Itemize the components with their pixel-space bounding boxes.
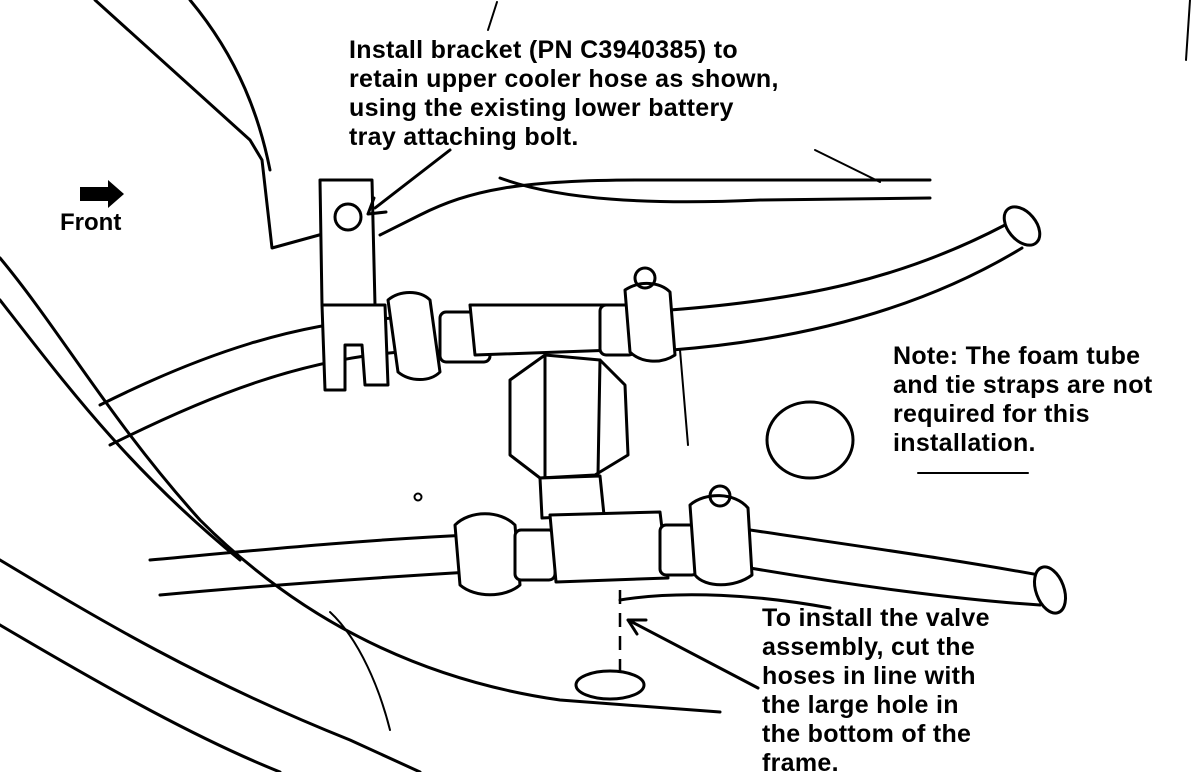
frame-dot: [413, 492, 423, 502]
note-callout: Note: The foam tube and tie straps are n…: [893, 342, 1153, 457]
hose-bracket: [318, 178, 390, 392]
right-arrow-icon: [80, 180, 124, 208]
valve-body: [508, 349, 689, 520]
front-label: Front: [60, 209, 122, 236]
leader-lines: [366, 148, 760, 690]
bracket-callout: Install bracket (PN C3940385) to retain …: [349, 36, 779, 151]
valve-callout: To install the valve assembly, cut the h…: [762, 604, 990, 777]
frame-hole-large: [765, 400, 855, 480]
lower-tee-fitting: [453, 484, 754, 597]
upper-hose: [98, 205, 1042, 447]
lower-hose: [148, 528, 1068, 615]
frame-hole-bottom: [574, 669, 646, 701]
upper-valve-fitting: [386, 266, 677, 381]
